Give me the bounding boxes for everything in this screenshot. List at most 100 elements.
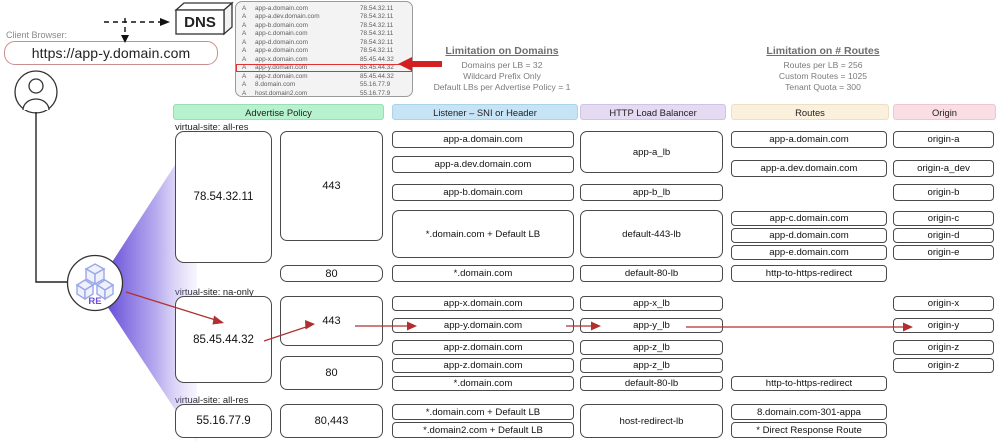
route-cell[interactable]: app-a.dev.domain.com <box>731 160 887 177</box>
listener-cell[interactable]: app-b.domain.com <box>392 184 574 201</box>
limitation-domains-block: Limitation on Domains Domains per LB = 3… <box>404 45 600 93</box>
dns-record-ip: 55.16.77.9 <box>360 81 391 89</box>
listener-cell[interactable]: app-y.domain.com <box>392 318 574 333</box>
listener-cell[interactable]: app-a.domain.com <box>392 131 574 148</box>
re-distribution-fan <box>105 131 200 443</box>
load-balancer-cell-label: app-x_lb <box>633 298 670 309</box>
listener-cell[interactable]: app-a.dev.domain.com <box>392 156 574 173</box>
load-balancer-cell[interactable]: app-x_lb <box>580 296 723 311</box>
origin-cell[interactable]: origin-x <box>893 296 994 311</box>
load-balancer-cell[interactable]: app-a_lb <box>580 131 723 173</box>
svg-text:DNS: DNS <box>184 14 216 31</box>
listener-cell-label: *.domain2.com + Default LB <box>423 424 543 436</box>
port-cell-label: 443 <box>322 180 341 192</box>
load-balancer-cell[interactable]: host-redirect-lb <box>580 404 723 438</box>
load-balancer-cell-label: app-a_lb <box>632 146 671 158</box>
origin-cell[interactable]: origin-z <box>893 358 994 373</box>
route-cell[interactable]: app-e.domain.com <box>731 245 887 260</box>
vip-cell[interactable]: 55.16.77.9 <box>175 404 272 438</box>
load-balancer-cell[interactable]: default-80-lb <box>580 376 723 391</box>
route-cell[interactable]: 8.domain.com-301-appa <box>731 404 887 420</box>
route-cell[interactable]: app-a.domain.com <box>731 131 887 148</box>
load-balancer-cell[interactable]: app-z_lb <box>580 340 723 355</box>
load-balancer-cell[interactable]: default-80-lb <box>580 265 723 282</box>
listener-cell-label: app-z.domain.com <box>443 342 523 353</box>
listener-cell[interactable]: *.domain.com + Default LB <box>392 210 574 258</box>
origin-cell[interactable]: origin-a_dev <box>893 160 994 177</box>
vip-cell-label: 78.54.32.11 <box>193 191 254 203</box>
route-cell-label: 8.domain.com-301-appa <box>757 406 861 418</box>
route-cell[interactable]: http-to-https-redirect <box>731 265 887 282</box>
origin-cell[interactable]: origin-d <box>893 228 994 243</box>
origin-cell-label: origin-a <box>927 134 960 145</box>
dns-record-ip: 85.45.44.32 <box>360 64 394 72</box>
listener-cell[interactable]: *.domain.com <box>392 265 574 282</box>
load-balancer-cell[interactable]: app-y_lb <box>580 318 723 333</box>
listener-cell[interactable]: app-z.domain.com <box>392 358 574 373</box>
route-cell[interactable]: http-to-https-redirect <box>731 376 887 391</box>
dns-record-name: app-a.dev.domain.com <box>255 13 320 21</box>
origin-cell-label: origin-z <box>927 360 960 371</box>
load-balancer-cell-label: default-80-lb <box>624 378 679 389</box>
port-cell-label: 80,443 <box>314 415 349 427</box>
load-balancer-cell-label: default-443-lb <box>622 228 681 240</box>
column-header-listener: Listener – SNI or Header <box>392 104 578 120</box>
dns-record-ip: 78.54.32.11 <box>360 47 394 55</box>
limitation-routes-line-2: Custom Routes = 1025 <box>778 71 868 81</box>
route-cell-label: app-d.domain.com <box>769 230 849 241</box>
dns-record-name: host.domain2.com <box>255 89 308 97</box>
dns-record-ip: 85.45.44.32 <box>360 55 394 63</box>
listener-cell[interactable]: *.domain.com <box>392 376 574 391</box>
origin-cell[interactable]: origin-c <box>893 211 994 226</box>
port-cell-label: 443 <box>322 315 341 327</box>
listener-cell-label: app-z.domain.com <box>443 360 523 371</box>
origin-cell[interactable]: origin-y <box>893 318 994 333</box>
url-address-bar[interactable]: https://app-y.domain.com <box>4 41 218 65</box>
origin-cell[interactable]: origin-z <box>893 340 994 355</box>
column-header-advertise-policy: Advertise Policy <box>173 104 384 120</box>
limitation-domains-line-1: Domains per LB = 32 <box>461 60 543 70</box>
port-cell[interactable]: 443 <box>280 131 383 241</box>
listener-cell[interactable]: *.domain2.com + Default LB <box>392 422 574 438</box>
column-header-routes: Routes <box>731 104 889 120</box>
port-cell[interactable]: 80,443 <box>280 404 383 438</box>
origin-cell[interactable]: origin-e <box>893 245 994 260</box>
route-cell[interactable]: app-d.domain.com <box>731 228 887 243</box>
listener-cell[interactable]: *.domain.com + Default LB <box>392 404 574 420</box>
dns-record-type: A <box>242 64 247 72</box>
load-balancer-cell[interactable]: app-z_lb <box>580 358 723 373</box>
origin-cell[interactable]: origin-b <box>893 184 994 201</box>
origin-cell-label: origin-c <box>927 213 960 224</box>
route-cell[interactable]: app-c.domain.com <box>731 211 887 226</box>
vip-cell[interactable]: 85.45.44.32 <box>175 296 272 383</box>
listener-cell-label: *.domain.com <box>453 378 513 389</box>
load-balancer-cell[interactable]: app-b_lb <box>580 184 723 201</box>
port-cell[interactable]: 80 <box>280 356 383 390</box>
origin-cell-label: origin-e <box>927 247 960 258</box>
listener-cell[interactable]: app-x.domain.com <box>392 296 574 311</box>
route-cell-label: http-to-https-redirect <box>765 378 853 389</box>
route-cell[interactable]: * Direct Response Route <box>731 422 887 438</box>
load-balancer-cell-label: default-80-lb <box>624 268 679 279</box>
port-cell[interactable]: 80 <box>280 265 383 282</box>
port-cell[interactable]: 443 <box>280 296 383 346</box>
listener-cell[interactable]: app-z.domain.com <box>392 340 574 355</box>
vip-cell[interactable]: 78.54.32.11 <box>175 131 272 263</box>
origin-cell-label: origin-z <box>927 342 960 353</box>
dns-record-name: app-e.domain.com <box>255 47 308 55</box>
dns-record-ip: 78.54.32.11 <box>360 13 394 21</box>
load-balancer-cell[interactable]: default-443-lb <box>580 210 723 258</box>
dns-response-arrow <box>120 18 130 43</box>
dns-record-type: A <box>242 72 247 80</box>
route-cell-label: app-a.domain.com <box>769 134 849 145</box>
origin-cell-label: origin-d <box>927 230 960 241</box>
listener-cell-label: app-a.domain.com <box>443 134 523 145</box>
origin-cell[interactable]: origin-a <box>893 131 994 148</box>
listener-cell-label: app-b.domain.com <box>443 187 523 198</box>
